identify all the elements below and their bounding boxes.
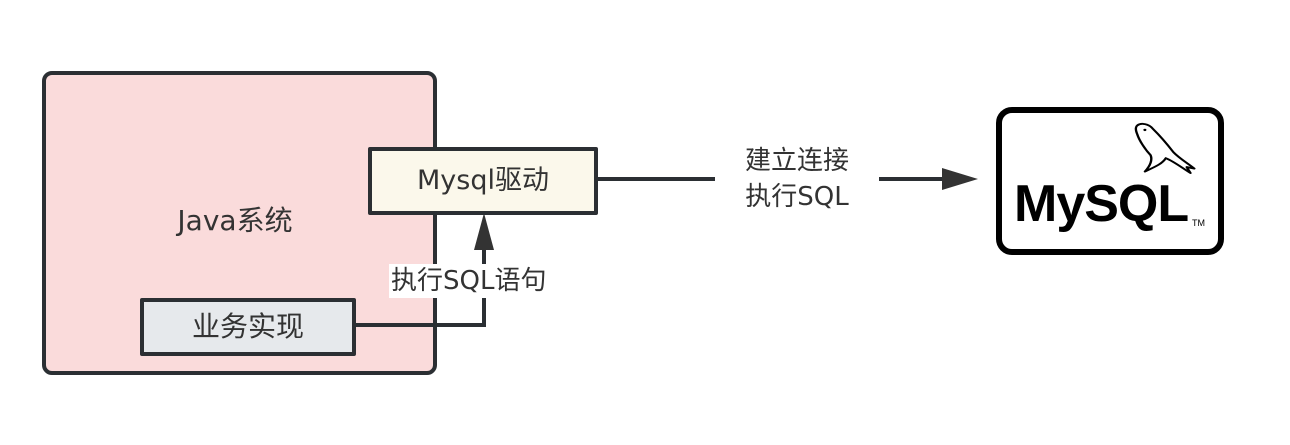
mysql-driver-label: Mysql驱动 <box>417 165 549 196</box>
dolphin-icon <box>1134 122 1196 174</box>
arrowhead-right-icon <box>942 168 978 190</box>
mysql-driver-node: Mysql驱动 <box>368 147 598 215</box>
business-impl-node: 业务实现 <box>140 298 356 356</box>
connect-execute-label: 建立连接 执行SQL <box>715 143 879 215</box>
trademark-mark: TM <box>1192 218 1205 228</box>
java-system-label: Java系统 <box>177 204 293 237</box>
connect-label-line2: 执行SQL <box>745 182 849 212</box>
connect-label-line1: 建立连接 <box>744 146 849 176</box>
arrowhead-up-icon <box>474 213 494 250</box>
mysql-logo <box>996 107 1224 255</box>
business-impl-label: 业务实现 <box>191 310 304 343</box>
execute-sql-statement-label: 执行SQL语句 <box>389 264 549 298</box>
mysql-logo-text: MySQL <box>1014 175 1189 233</box>
